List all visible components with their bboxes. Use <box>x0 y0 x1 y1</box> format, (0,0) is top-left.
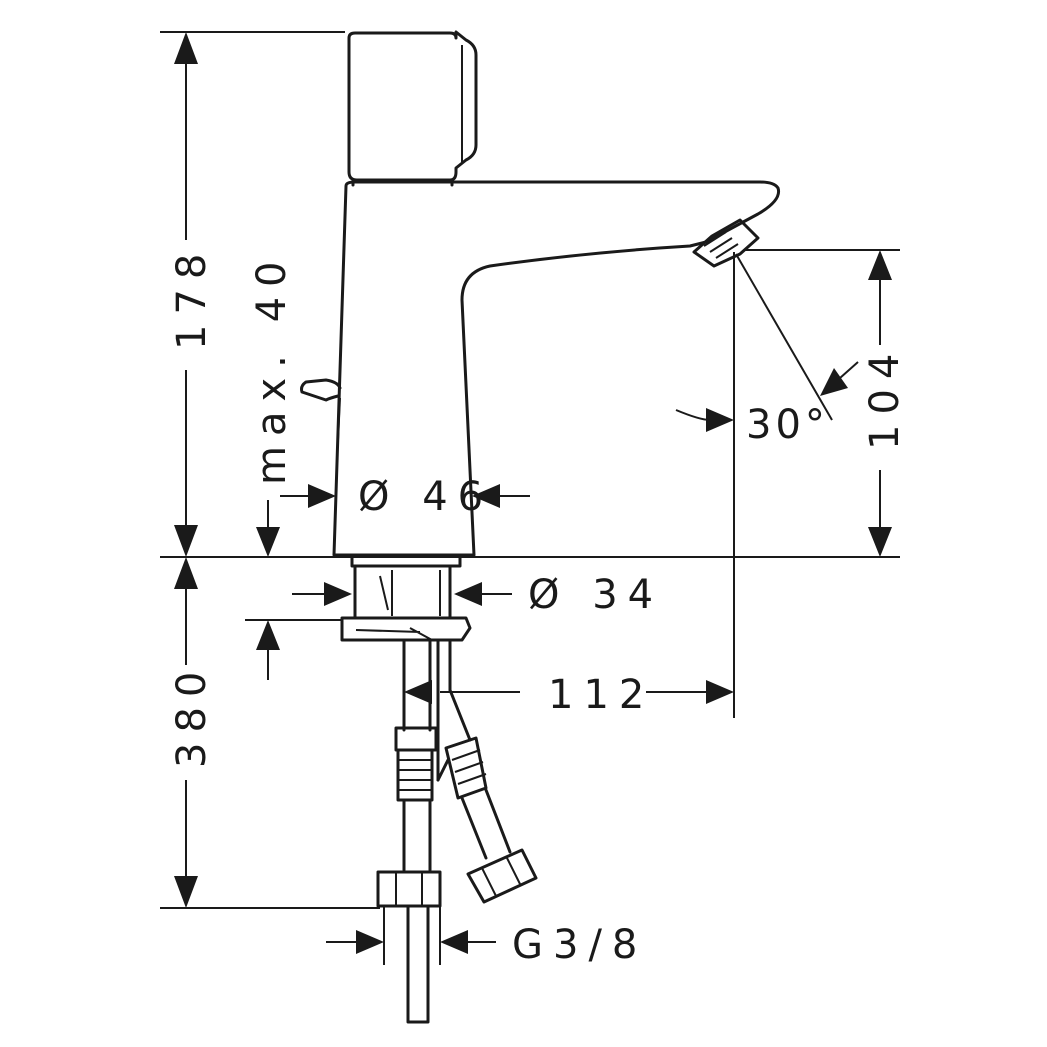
dim-max-lever: max. 40 <box>249 252 295 485</box>
dim-spout-height: 104 <box>862 344 908 450</box>
dimension-lines <box>160 31 900 965</box>
faucet-outline <box>300 30 781 1024</box>
dim-diameter-body: Ø 46 <box>358 474 493 520</box>
dim-reach: 112 <box>548 672 654 718</box>
dim-diameter-shank: Ø 34 <box>528 572 663 618</box>
dim-spout-angle: 30° <box>746 402 829 448</box>
dim-height-total: 178 <box>169 244 215 350</box>
dim-below-deck: 380 <box>169 662 215 768</box>
dim-thread: G3/8 <box>512 922 647 968</box>
